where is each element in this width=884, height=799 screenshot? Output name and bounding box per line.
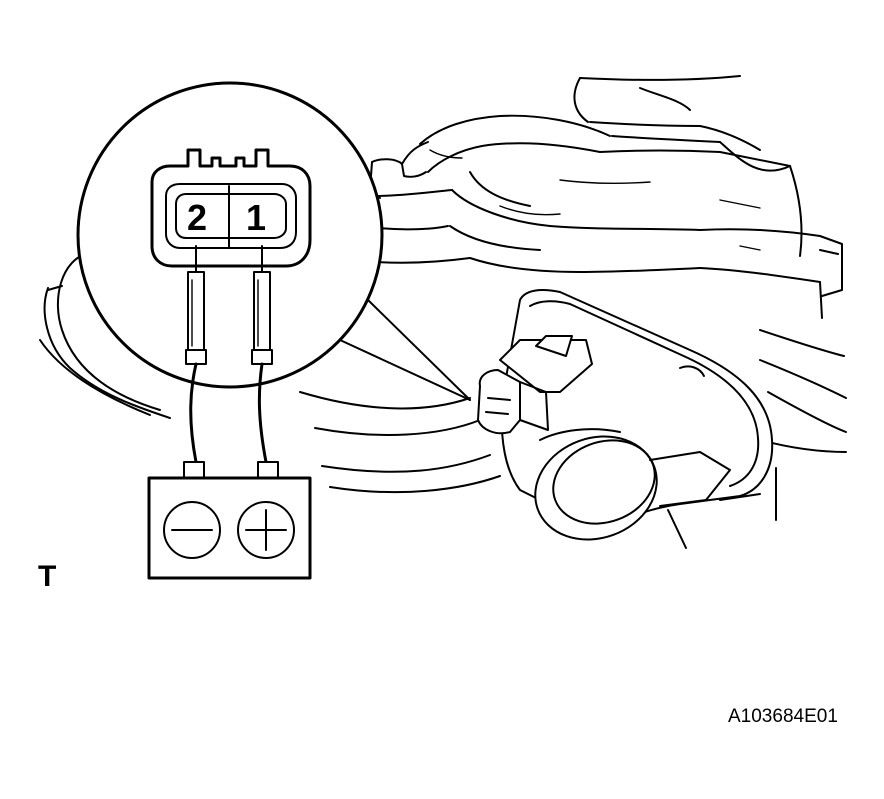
probe-leads <box>189 362 268 464</box>
pin-number-1: 1 <box>246 197 266 238</box>
battery-terminal-positive-post <box>257 461 279 479</box>
bumper-bracket-lines <box>39 75 847 549</box>
battery-terminal-negative-post <box>183 461 205 479</box>
minus-icon <box>163 501 221 559</box>
pin-number-2: 2 <box>187 197 207 238</box>
sensor-connector <box>477 335 593 435</box>
magnified-connector: 2 1 <box>150 148 312 268</box>
battery-case <box>147 476 312 580</box>
battery <box>147 461 312 580</box>
plus-icon <box>237 501 295 559</box>
callout-pointer <box>339 299 471 401</box>
orientation-label: T <box>38 560 57 593</box>
sensor-body <box>500 289 774 541</box>
test-probe-left <box>185 245 207 365</box>
test-probe-right <box>251 245 273 365</box>
figure-id-label: A103684E01 <box>728 706 838 727</box>
